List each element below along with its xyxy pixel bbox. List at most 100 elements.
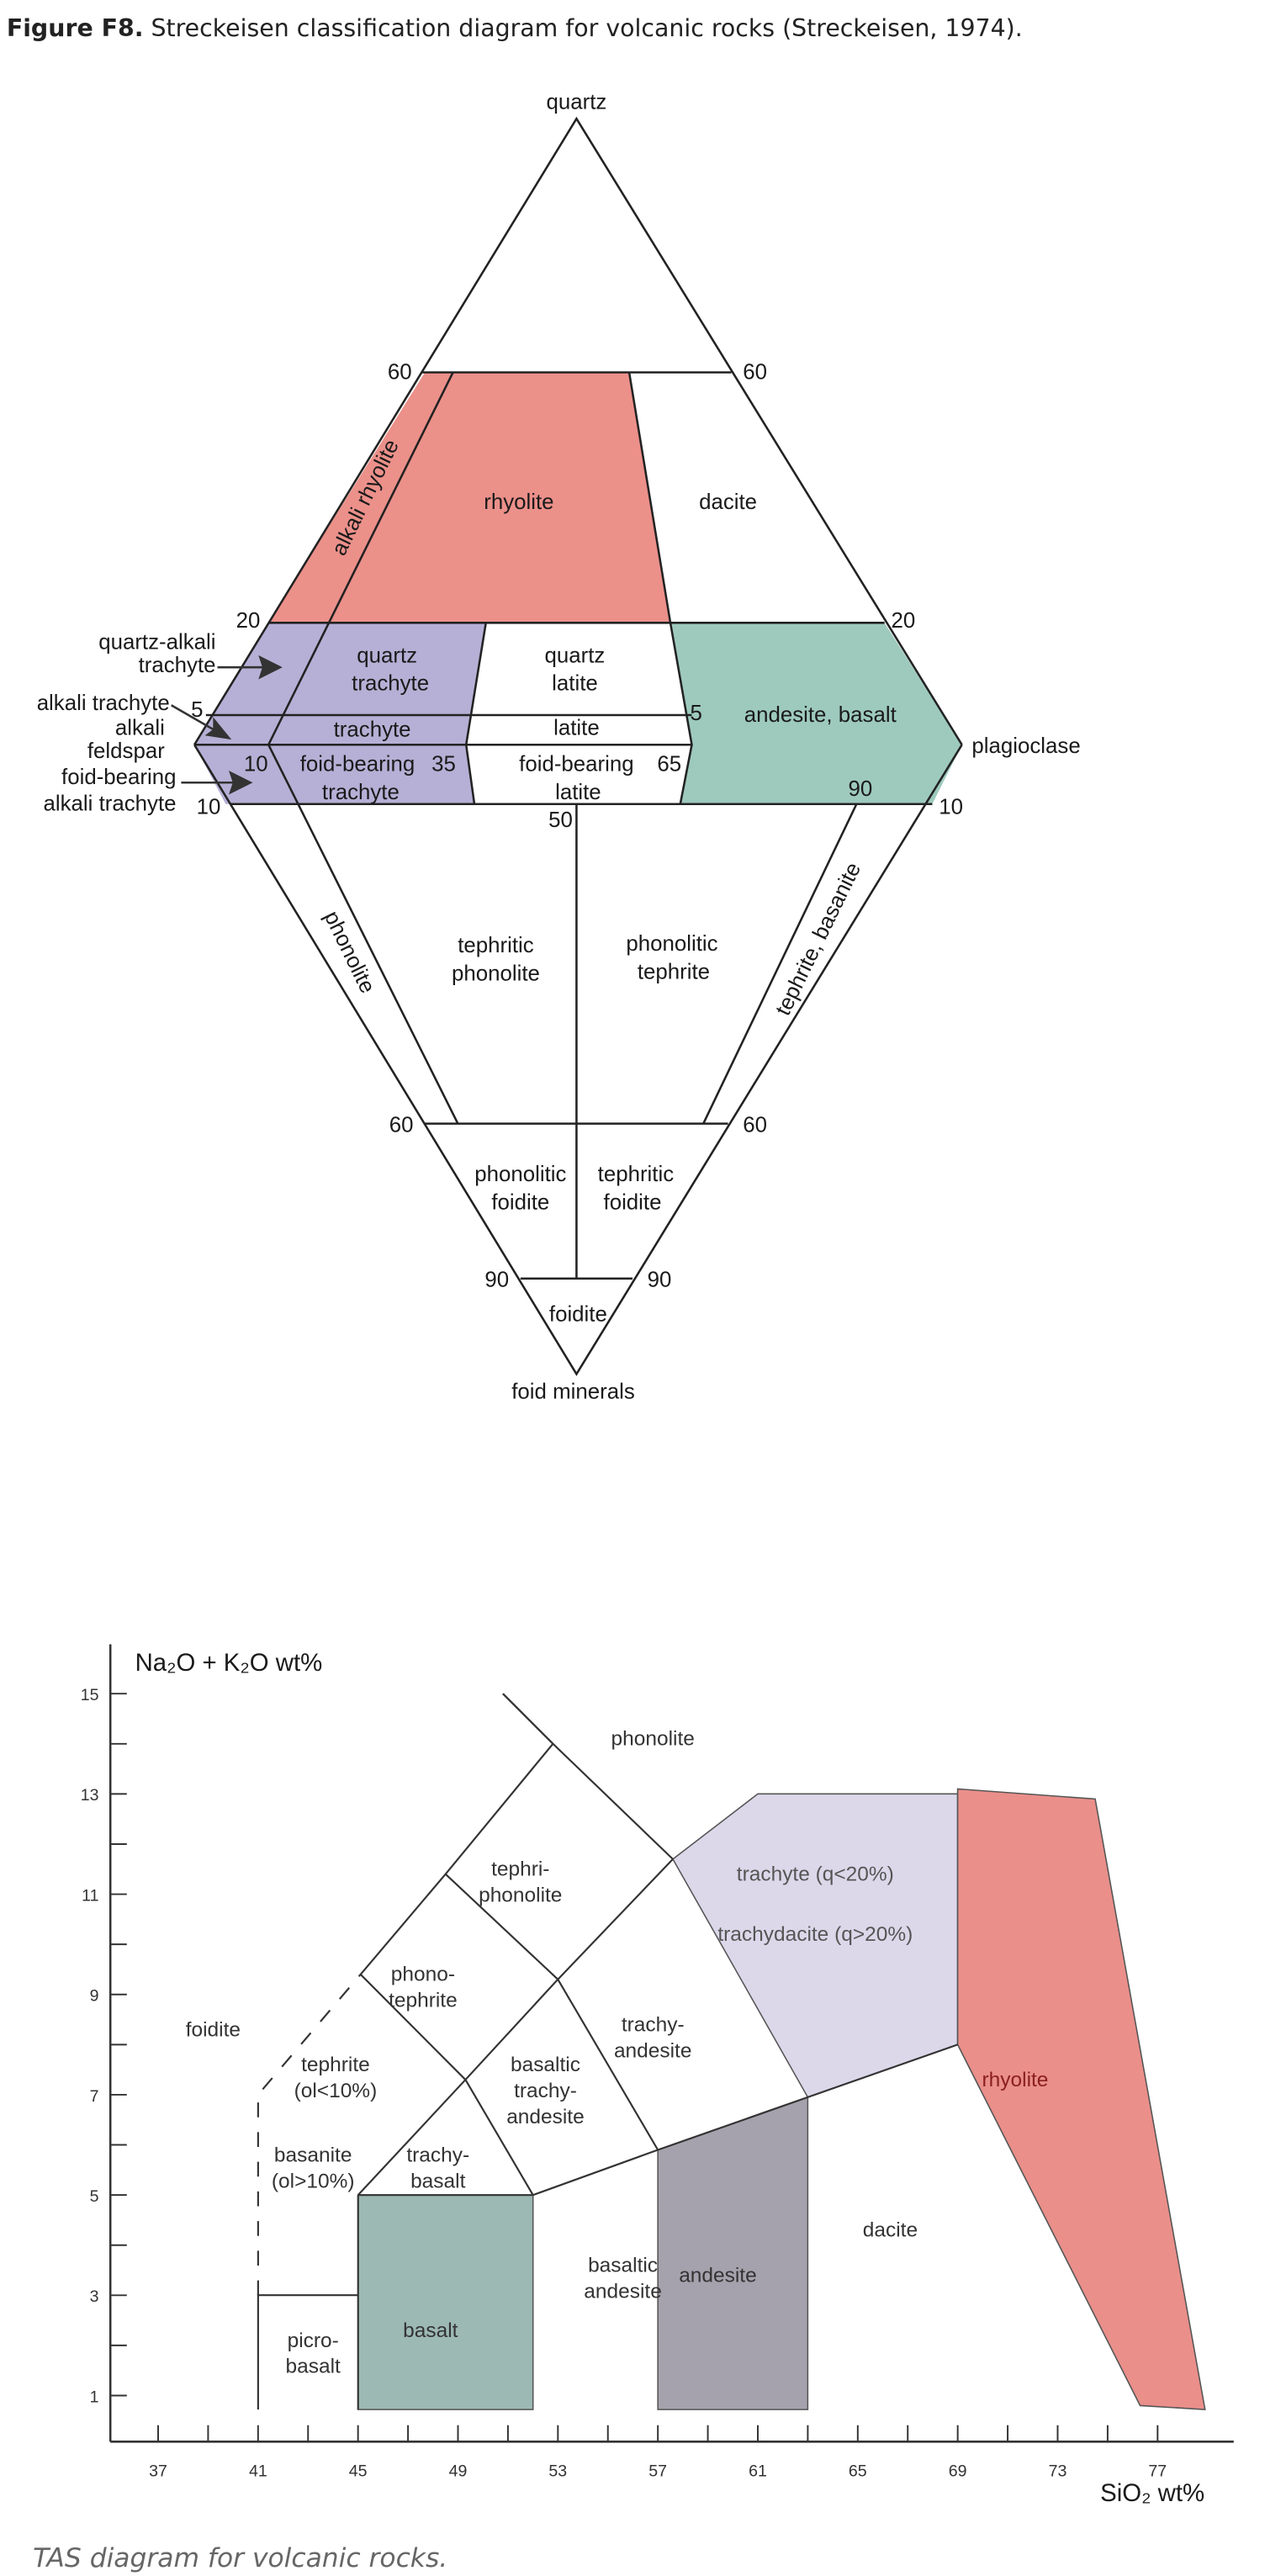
label-foid-bearing-latite-2: latite [555, 781, 601, 804]
label-quartz-latite-2: latite [552, 672, 598, 696]
tick-p90: 90 [849, 777, 873, 801]
tick-f60-left: 60 [389, 1113, 414, 1137]
basalt-label: basalt [403, 2319, 458, 2342]
line-65 [669, 623, 693, 804]
tas-regions [357, 1788, 1206, 2410]
y-tick-label: 3 [90, 2287, 99, 2306]
rhyolite-region [956, 1788, 1206, 2410]
trachyte-trachydacite-label: trachyte (q<20%) [737, 1863, 894, 1886]
tick-q20-right: 20 [891, 609, 915, 633]
callout-alkali-feldspar-2: feldspar [87, 739, 165, 763]
andesite-label: andesite [679, 2264, 757, 2287]
tick-f10-right: 10 [939, 795, 963, 819]
line-90 [702, 803, 858, 1125]
y-axis-label: Na₂O + K₂O wt% [135, 1649, 323, 1677]
label-andesite-basalt: andesite, basalt [744, 703, 897, 727]
x-tick-label: 69 [949, 2462, 967, 2480]
x-tick-label: 73 [1049, 2462, 1067, 2480]
line-alkali-boundary [267, 372, 459, 1125]
basanite-label: (ol>10%) [272, 2170, 355, 2192]
callout-foid-bearing-alkali-trachyte-2: alkali trachyte [44, 792, 177, 816]
line-35 [464, 623, 487, 804]
tick-f10-left: 10 [197, 795, 221, 819]
andesite-region [657, 2096, 809, 2410]
label-foid-bearing-trachyte-1: foid-bearing [300, 753, 415, 777]
trachyandesite-label: trachy- [622, 2013, 685, 2036]
rhyolite-region [268, 372, 671, 623]
tick-f90-right: 90 [648, 1269, 672, 1292]
y-tick-label: 11 [82, 1886, 98, 1905]
callout-quartz-alkali-trachyte-1: quartz-alkali [98, 631, 215, 655]
tephriphonolite-label: tephri- [491, 1858, 549, 1881]
trachyandesite-label: andesite [614, 2039, 692, 2062]
label-tephritic-foidite-2: foidite [604, 1190, 662, 1214]
basaltic-andesite-label: andesite [584, 2280, 662, 2303]
boundary-line [444, 1858, 674, 1981]
tas-caption: TAS diagram for volcanic rocks. [33, 2543, 447, 2573]
label-tephritic-phonolite-1: tephritic [458, 934, 534, 957]
label-trachyte: trachyte [334, 718, 411, 741]
label-foid-bearing-trachyte-2: trachyte [322, 781, 400, 804]
x-tick-label: 41 [249, 2462, 267, 2480]
dacite-label: dacite [863, 2219, 918, 2242]
label-latite: latite [553, 716, 600, 739]
label-tephritic-foidite-1: tephritic [598, 1163, 675, 1186]
y-tick-label: 13 [81, 1786, 99, 1805]
tick-a5-left: 5 [191, 698, 203, 722]
basanite-label: basanite [274, 2144, 352, 2166]
y-tick-label: 1 [90, 2388, 99, 2406]
tick-f90-left: 90 [484, 1269, 509, 1292]
streckeisen-lines [193, 116, 963, 1376]
basaltic-trachyandesite-label: basaltic [511, 2054, 580, 2076]
y-tick-label: 15 [81, 1686, 99, 1704]
label-quartz-latite-1: quartz [545, 644, 606, 667]
tephrite-label: (ol<10%) [294, 2080, 378, 2102]
label-phonolitic-foidite-2: foidite [491, 1190, 549, 1214]
tas-boundaries [257, 1693, 958, 2410]
trachybasalt-label: trachy- [406, 2144, 469, 2166]
tick-q60-right: 60 [743, 360, 767, 384]
outline-lower [193, 744, 963, 1376]
boundary-line [257, 2294, 358, 2410]
rhyolite-label: rhyolite [982, 2069, 1049, 2091]
label-foidite: foidite [549, 1303, 607, 1327]
callout-alkali-trachyte: alkali trachyte [37, 692, 170, 715]
boundary-line [357, 2043, 958, 2197]
streckeisen-diagram: quartz plagioclase foid minerals 60 60 2… [37, 90, 1081, 1403]
label-quartz-trachyte-1: quartz [357, 644, 417, 667]
picrobasalt-label: picro- [288, 2330, 339, 2352]
basaltic-trachyandesite-label: trachy- [514, 2080, 577, 2102]
callout-arrows [171, 655, 283, 795]
y-tick-label: 5 [90, 2187, 99, 2206]
x-tick-label: 37 [149, 2462, 167, 2480]
phonotephrite-label: phono- [391, 1964, 455, 1986]
label-quartz-trachyte-2: trachyte [352, 672, 429, 696]
tick-f60-right: 60 [743, 1113, 767, 1137]
vertex-plagioclase: plagioclase [971, 734, 1080, 758]
trachybasalt-label: basalt [410, 2170, 465, 2192]
x-tick-label: 65 [849, 2462, 867, 2480]
tick-p35: 35 [431, 753, 456, 777]
label-foid-bearing-latite-1: foid-bearing [519, 753, 634, 777]
tephrite-label: tephrite [301, 2054, 370, 2076]
x-tick-label: 45 [349, 2462, 368, 2480]
callout-quartz-alkali-trachyte-2: trachyte [139, 654, 216, 677]
label-phonolite: phonolite [320, 908, 379, 998]
label-phonolitic-tephrite-2: tephrite [638, 960, 710, 983]
label-phonolitic-foidite-1: phonolitic [474, 1163, 566, 1186]
label-phonolitic-tephrite-1: phonolitic [626, 932, 717, 956]
figure-caption-text: Streckeisen classification diagram for v… [143, 14, 1022, 42]
callout-alkali-feldspar-1: alkali [115, 716, 165, 739]
phonotephrite-label: tephrite [389, 1990, 458, 2012]
vertex-quartz: quartz [547, 90, 607, 114]
basaltic-trachyandesite-label: andesite [506, 2106, 585, 2128]
x-tick-label: 61 [749, 2462, 767, 2480]
line-rhyolite-dacite [627, 372, 672, 623]
basalt-region [357, 2194, 534, 2410]
boundary-line [464, 1978, 659, 2151]
basaltic-andesite-label: basaltic [588, 2254, 658, 2277]
